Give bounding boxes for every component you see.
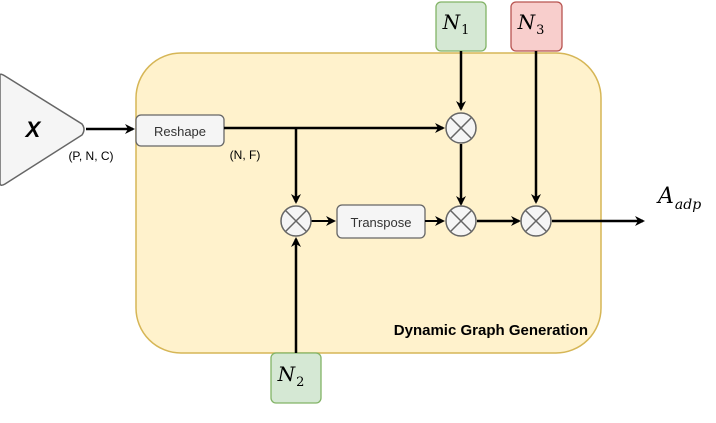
multiply-icon [520, 205, 552, 237]
dynamic-graph-container [135, 52, 602, 354]
n3-base: N [517, 10, 537, 34]
n2-label: N2 [277, 362, 305, 390]
n3-sub: 3 [536, 23, 544, 38]
input-x-label: X [24, 117, 42, 142]
connectors [86, 51, 645, 353]
n2-base: N [277, 362, 297, 386]
n1-label: N1 [442, 10, 470, 38]
n2-sub: 2 [296, 375, 304, 390]
n1-sub: 1 [461, 23, 469, 38]
output-label: Aadp [656, 184, 701, 213]
input-shape-note: (P, N, C) [68, 149, 113, 163]
transpose-label: Transpose [351, 215, 412, 230]
multiply-icon [445, 205, 477, 237]
reshape-label: Reshape [154, 124, 206, 139]
output-sub: adp [675, 197, 701, 213]
multiply-icon [445, 112, 477, 144]
multiply-icon [280, 205, 312, 237]
output-base: A [656, 184, 674, 209]
input-x-node [0, 73, 85, 187]
n3-label: N3 [517, 10, 545, 38]
reshape-box [135, 114, 225, 147]
container-title: Dynamic Graph Generation [394, 322, 588, 339]
n1-base: N [442, 10, 462, 34]
multiply-operators [280, 112, 552, 237]
reshape-shape-note: (N, F) [230, 148, 261, 162]
